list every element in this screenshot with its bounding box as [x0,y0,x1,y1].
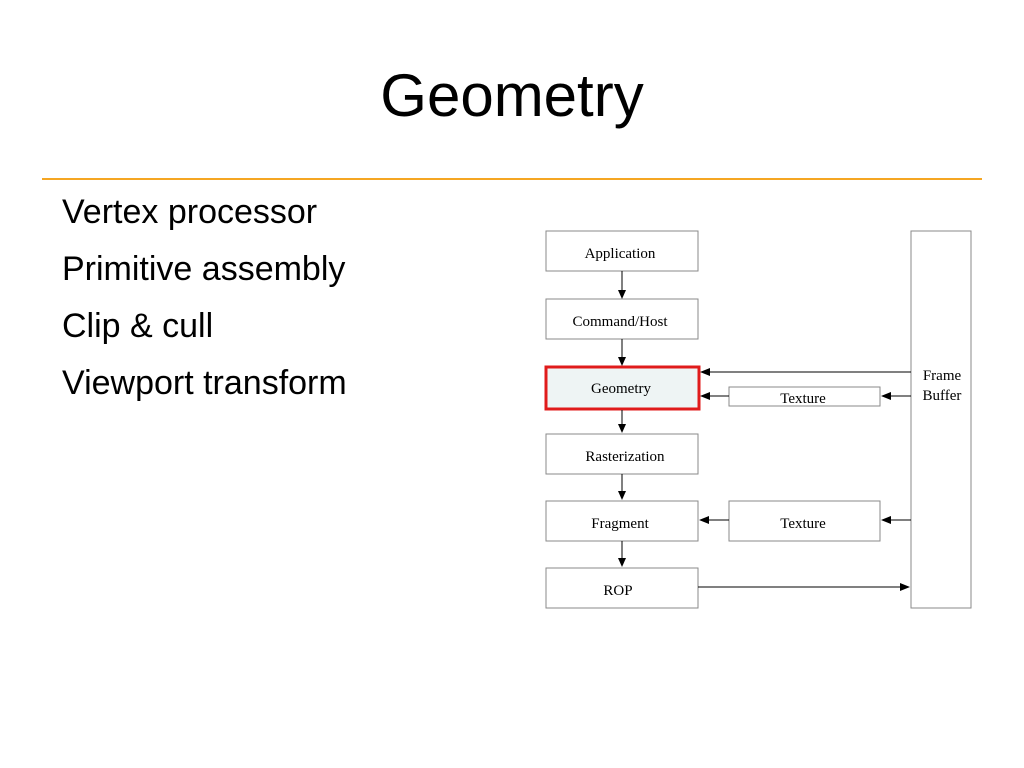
texture-box-geometry: Texture [728,386,881,407]
frame-buffer-to-geometry-arrow [700,368,911,376]
rop-to-frame-buffer-arrow [698,583,910,591]
frame-buffer-to-fragment-texture-arrow [881,516,911,524]
stage-rasterization-label: Rasterization [585,449,665,465]
bullet-viewport-transform: Viewport transform [62,364,347,402]
stage-command-host: Command/Host [545,298,699,340]
frame-buffer-label-line2: Buffer [923,388,962,404]
bullet-clip-cull: Clip & cull [62,307,214,345]
texture-to-geometry-arrow [700,392,729,400]
stage-geometry: Geometry [544,365,701,411]
frame-buffer-label-line1: Frame [923,368,962,384]
frame-buffer-to-texture-arrow [881,392,911,400]
stage-rop: ROP [545,567,699,609]
bullet-primitive-assembly: Primitive assembly [62,250,346,288]
stage-rasterization: Rasterization [545,433,699,475]
pipeline-arrows [618,271,626,567]
slide-title: Geometry [380,62,644,129]
stage-rop-label: ROP [603,583,632,599]
texture-to-fragment-arrow [699,516,729,524]
stage-application: Application [545,230,699,272]
texture-box-fragment: Texture [728,500,881,542]
frame-buffer-box: Frame Buffer [910,230,972,609]
stage-geometry-label: Geometry [591,381,651,397]
stage-fragment-label: Fragment [591,516,649,532]
bullet-vertex-processor: Vertex processor [62,193,318,231]
title-divider [42,178,982,180]
stage-application-label: Application [585,246,656,262]
texture-geometry-label: Texture [780,391,826,407]
bullet-list: Vertex processor Primitive assembly Clip… [62,184,347,412]
stage-command-host-label: Command/Host [572,314,668,330]
stage-fragment: Fragment [545,500,699,542]
texture-fragment-label: Texture [780,516,826,532]
